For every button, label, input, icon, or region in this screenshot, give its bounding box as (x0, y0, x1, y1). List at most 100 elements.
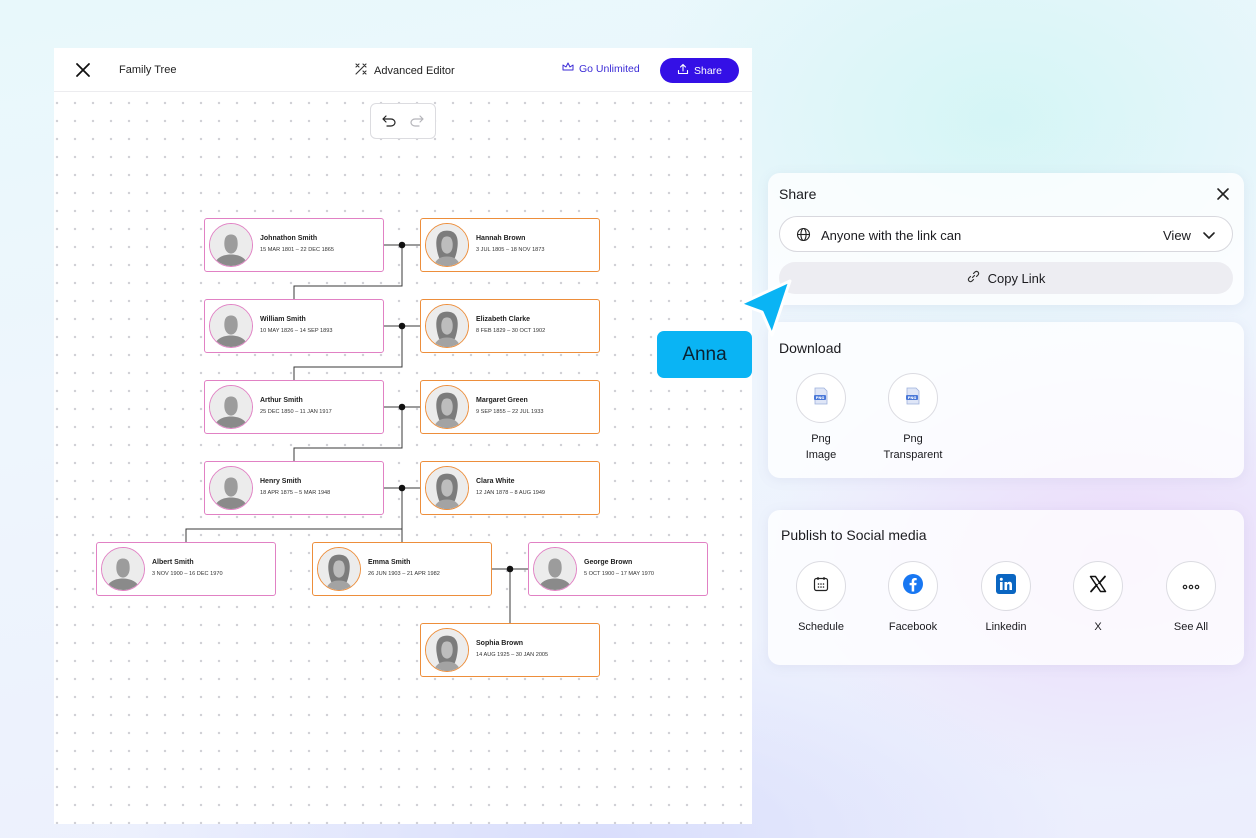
editor-topbar: Family Tree Advanced Editor Go Unlimited… (54, 48, 752, 92)
person-card-hannah-brown[interactable]: Hannah Brown 3 JUL 1805 – 18 NOV 1873 (420, 218, 600, 272)
person-dates: 15 MAR 1801 – 22 DEC 1865 (260, 247, 335, 253)
male-avatar (533, 547, 577, 591)
x-button[interactable] (1073, 561, 1123, 611)
person-card-albert-smith[interactable]: Albert Smith 3 NOV 1900 – 16 DEC 1970 (96, 542, 276, 596)
link-icon (967, 270, 980, 286)
facebook-button[interactable] (888, 561, 938, 611)
person-name: Sophia Brown (476, 640, 524, 647)
undo-redo-toolbar (370, 103, 436, 139)
x-logo-icon (1088, 574, 1108, 599)
person-card-clara-white[interactable]: Clara White 12 JAN 1878 – 8 AUG 1949 (420, 461, 600, 515)
person-card-margaret-green[interactable]: Margaret Green 9 SEP 1855 – 22 JUL 1933 (420, 380, 600, 434)
advanced-editor-button[interactable]: Advanced Editor (354, 62, 455, 79)
share-panel: Share Anyone with the link can View Copy… (768, 173, 1244, 305)
person-dates: 26 JUN 1903 – 21 APR 1982 (368, 571, 440, 577)
go-unlimited-button[interactable]: Go Unlimited (562, 62, 640, 75)
download-panel: Download PNG Png Image PNG Png Transpare… (768, 322, 1244, 478)
female-avatar (425, 223, 469, 267)
person-card-elizabeth-clarke[interactable]: Elizabeth Clarke 8 FEB 1829 – 30 OCT 190… (420, 299, 600, 353)
link-access-text: Anyone with the link can (821, 228, 962, 243)
person-dates: 9 SEP 1855 – 22 JUL 1933 (476, 409, 544, 415)
linkedin-button[interactable] (981, 561, 1031, 611)
male-avatar (209, 385, 253, 429)
linkedin-label: Linkedin (985, 621, 1027, 633)
female-avatar (425, 304, 469, 348)
link-access-select[interactable]: Anyone with the link can View (779, 216, 1233, 252)
facebook-label: Facebook (888, 621, 938, 633)
globe-icon (796, 227, 811, 247)
family-tree-editor: Family Tree Advanced Editor Go Unlimited… (54, 48, 752, 824)
permission-value: View (1163, 228, 1191, 243)
png-file-icon: PNG (905, 387, 921, 410)
person-name: George Brown (584, 559, 633, 566)
male-avatar (101, 547, 145, 591)
person-name: Arthur Smith (260, 397, 303, 404)
download-panel-title: Download (779, 340, 842, 356)
person-name: Emma Smith (368, 559, 411, 566)
close-icon[interactable] (1215, 186, 1231, 202)
person-name: Albert Smith (152, 559, 194, 566)
person-dates: 10 MAY 1826 – 14 SEP 1893 (260, 328, 333, 334)
download-png-image-button[interactable]: PNG (796, 373, 846, 423)
schedule-label: Schedule (798, 621, 844, 633)
more-icon (1182, 577, 1200, 595)
person-dates: 12 JAN 1878 – 8 AUG 1949 (476, 490, 546, 496)
undo-icon[interactable] (382, 115, 396, 127)
person-card-arthur-smith[interactable]: Arthur Smith 25 DEC 1850 – 11 JAN 1917 (204, 380, 384, 434)
crown-icon (562, 62, 574, 75)
x-label: X (1094, 621, 1102, 633)
facebook-icon (902, 573, 924, 600)
person-dates: 5 OCT 1900 – 17 MAY 1970 (584, 571, 654, 577)
male-avatar (209, 304, 253, 348)
male-avatar (209, 466, 253, 510)
female-avatar (425, 466, 469, 510)
share-button-label: Share (693, 64, 723, 77)
tree-connectors (185, 241, 528, 623)
female-avatar (317, 547, 361, 591)
person-card-henry-smith[interactable]: Henry Smith 18 APR 1875 – 5 MAR 1948 (204, 461, 384, 515)
collaborator-name-tag: Anna (657, 331, 752, 378)
copy-link-button[interactable]: Copy Link (779, 262, 1233, 294)
download-png-transparent-button[interactable]: PNG (888, 373, 938, 423)
svg-text:PNG: PNG (908, 396, 917, 400)
person-dates: 18 APR 1875 – 5 MAR 1948 (260, 490, 331, 496)
person-name: Clara White (476, 478, 515, 485)
person-card-sophia-brown[interactable]: Sophia Brown 14 AUG 1925 – 30 JAN 2005 (420, 623, 600, 677)
collaborator-cursor-icon (738, 277, 794, 344)
person-name: Elizabeth Clarke (476, 316, 531, 323)
png-image-label: Png Image (805, 433, 837, 461)
person-name: Hannah Brown (476, 235, 526, 242)
person-dates: 25 DEC 1850 – 11 JAN 1917 (260, 409, 332, 415)
see-all-button[interactable] (1166, 561, 1216, 611)
female-avatar (425, 628, 469, 672)
person-card-george-brown[interactable]: George Brown 5 OCT 1900 – 17 MAY 1970 (528, 542, 708, 596)
schedule-button[interactable] (796, 561, 846, 611)
person-dates: 3 JUL 1805 – 18 NOV 1873 (476, 247, 545, 253)
close-icon[interactable] (74, 61, 92, 79)
redo-icon[interactable] (410, 115, 424, 127)
upload-icon (677, 63, 689, 78)
person-name: Henry Smith (260, 478, 302, 485)
see-all-label: See All (1173, 621, 1209, 633)
copy-link-label: Copy Link (987, 270, 1046, 286)
person-name: William Smith (260, 316, 306, 323)
male-avatar (209, 223, 253, 267)
chevron-down-icon (1202, 228, 1216, 247)
person-dates: 14 AUG 1925 – 30 JAN 2005 (476, 652, 549, 658)
female-avatar (425, 385, 469, 429)
advanced-editor-label: Advanced Editor (374, 64, 455, 77)
person-dates: 3 NOV 1900 – 16 DEC 1970 (152, 571, 223, 577)
person-card-johnathon-smith[interactable]: Johnathon Smith 15 MAR 1801 – 22 DEC 186… (204, 218, 384, 272)
share-panel-title: Share (779, 186, 817, 202)
social-panel-title: Publish to Social media (781, 527, 927, 543)
social-media-panel: Publish to Social media Schedule Faceboo… (768, 510, 1244, 665)
person-card-william-smith[interactable]: William Smith 10 MAY 1826 – 14 SEP 1893 (204, 299, 384, 353)
document-title: Family Tree (119, 64, 177, 76)
person-card-emma-smith[interactable]: Emma Smith 26 JUN 1903 – 21 APR 1982 (312, 542, 492, 596)
tools-icon (354, 62, 368, 79)
person-name: Johnathon Smith (260, 235, 318, 242)
person-dates: 8 FEB 1829 – 30 OCT 1902 (476, 328, 546, 334)
share-button[interactable]: Share (660, 58, 739, 83)
png-file-icon: PNG (813, 387, 829, 410)
linkedin-icon (996, 573, 1016, 599)
